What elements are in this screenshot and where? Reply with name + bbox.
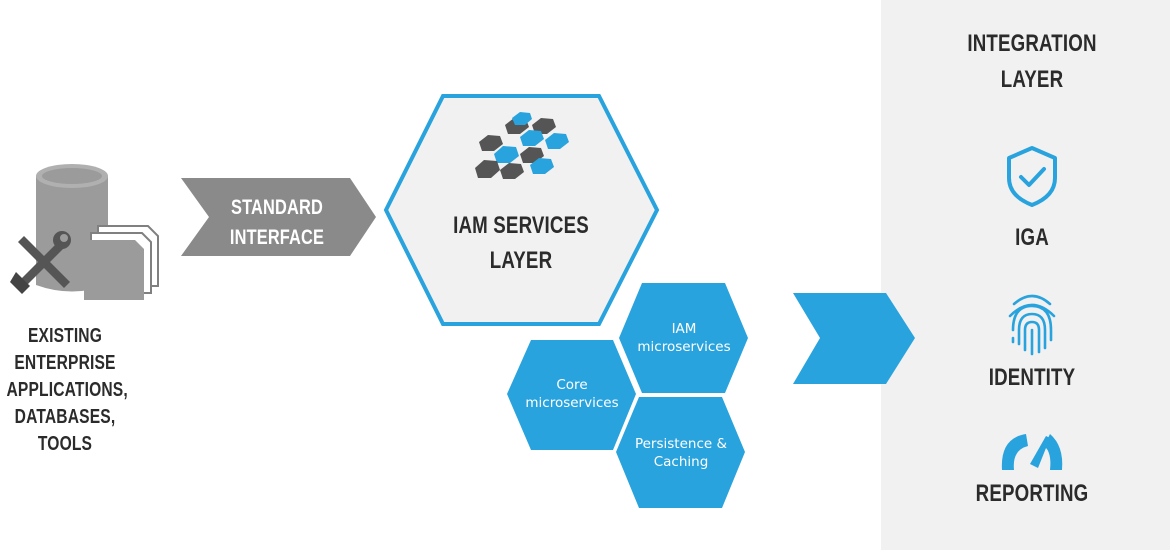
persistence-caching-line-2: Caching	[653, 454, 709, 470]
identity-label: IDENTITY	[988, 364, 1076, 391]
standard-interface-label: STANDARD INTERFACE	[222, 193, 331, 253]
iam-services-line-1: IAM SERVICES	[453, 212, 589, 239]
persistence-caching-hexagon	[616, 397, 745, 508]
iam-services-layer-label: IAM SERVICES LAYER	[451, 208, 591, 278]
core-microservices-line-1: Core	[556, 377, 588, 393]
persistence-caching-line-1: Persistence &	[634, 436, 728, 452]
honeycomb-logo-icon	[475, 112, 569, 179]
core-microservices-hexagon	[507, 340, 636, 450]
iam-microservices-line-1: IAM	[671, 321, 697, 337]
documents-icon	[84, 225, 159, 300]
integration-layer-panel	[881, 0, 1170, 550]
left-label-line-4: DATABASES,	[14, 406, 116, 428]
iam-microservices-hexagon	[619, 283, 748, 393]
persistence-caching-label: Persistence & Caching	[621, 435, 741, 471]
reporting-label: REPORTING	[975, 480, 1089, 507]
core-microservices-label: Core microservices	[512, 376, 632, 412]
iga-label: IGA	[1015, 224, 1049, 251]
integration-arrow	[793, 293, 915, 384]
iam-services-hexagon	[383, 94, 660, 326]
iam-services-line-2: LAYER	[489, 247, 553, 274]
existing-enterprise-label: EXISTING ENTERPRISE APPLICATIONS, DATABA…	[6, 323, 128, 458]
left-label-line-5: TOOLS	[37, 433, 93, 455]
core-microservices-line-2: microservices	[525, 395, 619, 411]
standard-interface-line-1: STANDARD	[231, 196, 323, 219]
gauge-icon	[1001, 434, 1063, 470]
integration-title-line-2: LAYER	[1000, 66, 1064, 93]
standard-interface-line-2: INTERFACE	[229, 226, 325, 249]
left-label-line-3: APPLICATIONS,	[6, 379, 128, 401]
left-label-line-2: ENTERPRISE	[14, 352, 116, 374]
standard-interface-arrow	[181, 178, 376, 256]
fingerprint-icon	[1008, 294, 1056, 356]
integration-title-line-1: INTEGRATION	[967, 30, 1097, 57]
shield-check-icon	[1007, 146, 1057, 207]
iam-microservices-line-2: microservices	[637, 339, 731, 355]
integration-layer-title: INTEGRATION LAYER	[966, 26, 1099, 98]
iam-microservices-label: IAM microservices	[624, 320, 744, 356]
left-label-line-1: EXISTING	[27, 325, 103, 347]
tools-icon	[10, 231, 71, 294]
